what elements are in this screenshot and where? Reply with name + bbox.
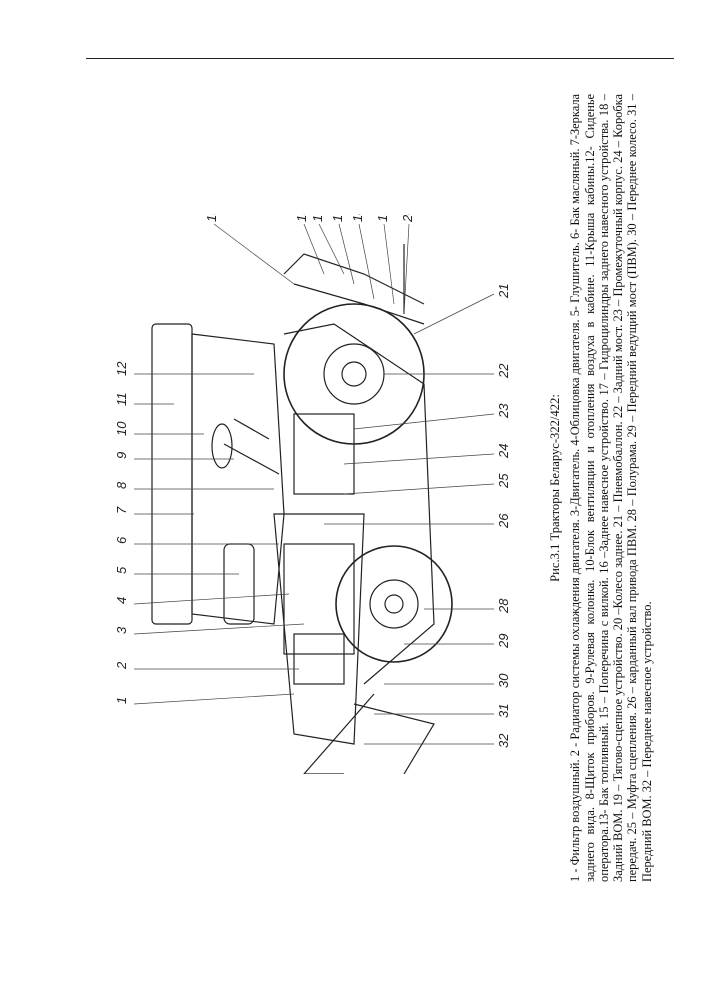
rear-wheel-axle [341, 361, 367, 387]
rear-wheel-hub [323, 343, 385, 405]
callout-13: 13 [204, 214, 219, 222]
callout-30: 30 [496, 673, 511, 688]
figure-caption-area: Рис.3.1 Тракторы Беларус-322/422: 1 - Фи… [548, 94, 666, 882]
front-wheel-axle [384, 594, 404, 614]
callout-19: 19 [375, 214, 390, 222]
figure-caption-text: 1 - Фильтр воздушный. 2 - Радиатор систе… [568, 94, 654, 882]
engine-block [283, 543, 355, 655]
callout-22: 22 [496, 363, 511, 379]
callout-10: 10 [114, 421, 129, 436]
callout-5: 5 [114, 566, 129, 574]
exhaust-muffler [223, 543, 255, 625]
callout-11: 11 [114, 393, 129, 407]
callout-8: 8 [114, 481, 129, 489]
tractor-drawing-svg: 1 2 3 4 5 6 7 8 9 10 11 12 13 15 16 17 1… [114, 207, 511, 775]
callout-9: 9 [114, 452, 129, 459]
callout-31: 31 [496, 704, 511, 718]
callout-15: 15 [294, 214, 309, 222]
callout-1: 1 [114, 697, 129, 704]
callout-18: 18 [350, 214, 365, 222]
callout-23: 23 [496, 403, 511, 419]
front-wheel [335, 545, 453, 663]
front-hitch [302, 693, 435, 775]
front-wheel-hub [369, 579, 419, 629]
gearbox [293, 413, 355, 495]
figure-caption: Рис.3.1 Тракторы Беларус-322/422: 1 - Фи… [548, 94, 666, 882]
radiator [293, 633, 345, 685]
callout-25: 25 [496, 473, 511, 489]
header-rule [86, 58, 674, 59]
steering-column [223, 418, 280, 475]
callout-32: 32 [496, 733, 511, 748]
callout-3: 3 [114, 626, 129, 634]
cabin-body [191, 333, 285, 625]
callout-4: 4 [114, 597, 129, 604]
callout-24: 24 [496, 444, 511, 459]
tractor-drawing: 1 2 3 4 5 6 7 8 9 10 11 12 13 15 16 17 1… [104, 207, 524, 775]
callout-16: 16 [310, 214, 325, 222]
callout-21: 21 [496, 284, 511, 299]
callout-28: 28 [496, 598, 511, 614]
callout-6: 6 [114, 536, 129, 544]
callout-2: 2 [114, 661, 129, 670]
callout-26: 26 [496, 513, 511, 529]
callout-29: 29 [496, 634, 511, 649]
callout-20: 20 [400, 214, 415, 223]
rear-hitch [283, 244, 425, 325]
steering-wheel [211, 423, 233, 469]
cabin-roof [151, 323, 193, 625]
callout-12: 12 [114, 361, 129, 376]
engine-hood [273, 513, 365, 745]
figure-caption-title: Рис.3.1 Тракторы Беларус-322/422: [548, 394, 562, 582]
callout-7: 7 [114, 506, 129, 514]
callout-17: 17 [330, 214, 345, 222]
